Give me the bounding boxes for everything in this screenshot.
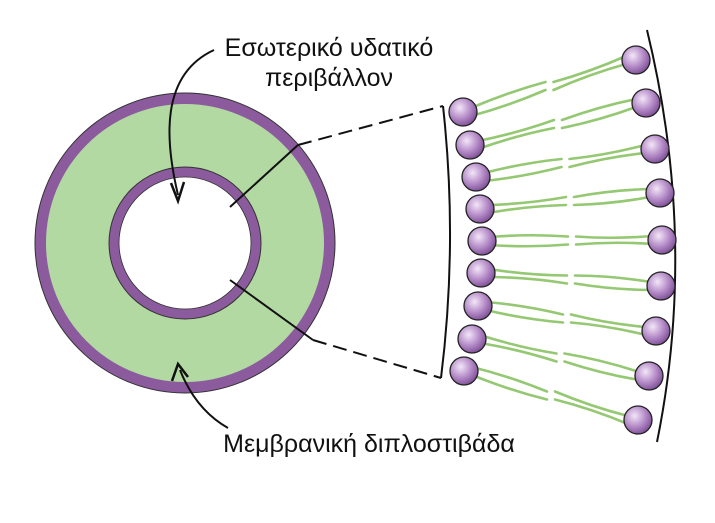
lipid-tail: [563, 360, 641, 382]
lipid-head: [640, 134, 670, 164]
lipid-tail: [569, 313, 648, 329]
lipid-tail: [478, 333, 558, 355]
arrow-to-inner-core: [168, 49, 215, 196]
zoom-line-top: [229, 144, 299, 208]
lipid-head: [448, 97, 478, 127]
lipid-tail: [568, 143, 647, 161]
lipid-tail: [569, 321, 648, 337]
membrane-bilayer-label: Μεμβρανική διπλοστιβάδα: [223, 430, 515, 458]
arrow-to-membrane: [179, 369, 229, 429]
lipid-tail: [482, 165, 563, 183]
zoom-line-top-dashed: [297, 105, 444, 146]
lipid-tail: [476, 118, 556, 143]
lipid-tail: [560, 105, 638, 130]
lipid-head: [631, 88, 661, 118]
lipid-tail: [563, 352, 641, 374]
lipid-tail: [488, 243, 570, 248]
lipid-tail: [552, 54, 628, 84]
lipid-tail: [572, 187, 652, 199]
lipid-tail: [568, 151, 647, 169]
lipid-tail: [484, 308, 565, 324]
lipid-head: [465, 194, 495, 224]
lipid-head: [647, 225, 677, 255]
lipid-tail: [476, 126, 556, 151]
vesicle-cross-section: [34, 92, 336, 394]
inner-aqueous-core: [118, 176, 252, 310]
lipid-head: [466, 258, 496, 288]
lipid-head: [641, 316, 671, 346]
lipid-tail: [488, 233, 570, 239]
zoom-line-bottom-dashed: [312, 339, 442, 379]
lipid-tail: [552, 62, 628, 92]
lipid-tail: [560, 97, 638, 122]
lipid-tail: [478, 341, 558, 363]
lipid-head: [467, 226, 497, 256]
lipid-tail: [482, 157, 563, 175]
lipid-tail: [574, 234, 654, 240]
zoom-lines: [229, 105, 444, 379]
lipid-head: [457, 324, 487, 354]
lipid-tail: [486, 195, 568, 207]
lipid-head: [623, 405, 653, 435]
cropped-caption-artifact: [30, 508, 630, 523]
inner-environment-label-line1: Εσωτερικό υδατικό: [225, 34, 434, 62]
lipid-head: [463, 291, 493, 321]
lipid-tail: [573, 274, 653, 284]
lipid-tail: [469, 88, 547, 118]
lipid-tail: [487, 267, 569, 277]
lipid-head: [621, 45, 651, 75]
arrow-to-membrane-head: [170, 361, 189, 382]
lipid-tail: [487, 275, 569, 285]
lipid-head: [645, 178, 675, 208]
lipid-head: [646, 271, 676, 301]
lipid-tail: [572, 195, 652, 207]
lipid-head: [455, 130, 485, 160]
lipid-tail: [574, 241, 654, 246]
lipid-head: [461, 162, 491, 192]
inner-environment-label-line2: περιβάλλον: [265, 64, 393, 92]
lipid-tail: [486, 203, 568, 215]
lipid-tail: [553, 398, 630, 426]
arrow-to-inner-core-head: [169, 181, 186, 205]
zoom-line-bottom: [229, 279, 314, 341]
lipid-tails: [469, 54, 654, 426]
lipid-tail: [470, 365, 549, 393]
lipid-tail: [484, 300, 565, 316]
lipid-tail: [470, 373, 549, 401]
lipid-head: [634, 361, 664, 391]
lipid-heads: [448, 45, 677, 435]
lipid-head: [449, 356, 479, 386]
bilayer-inner-boundary: [440, 105, 452, 379]
lipid-tail: [573, 282, 653, 292]
lipid-tail: [469, 80, 547, 110]
lipid-tail: [553, 390, 630, 418]
